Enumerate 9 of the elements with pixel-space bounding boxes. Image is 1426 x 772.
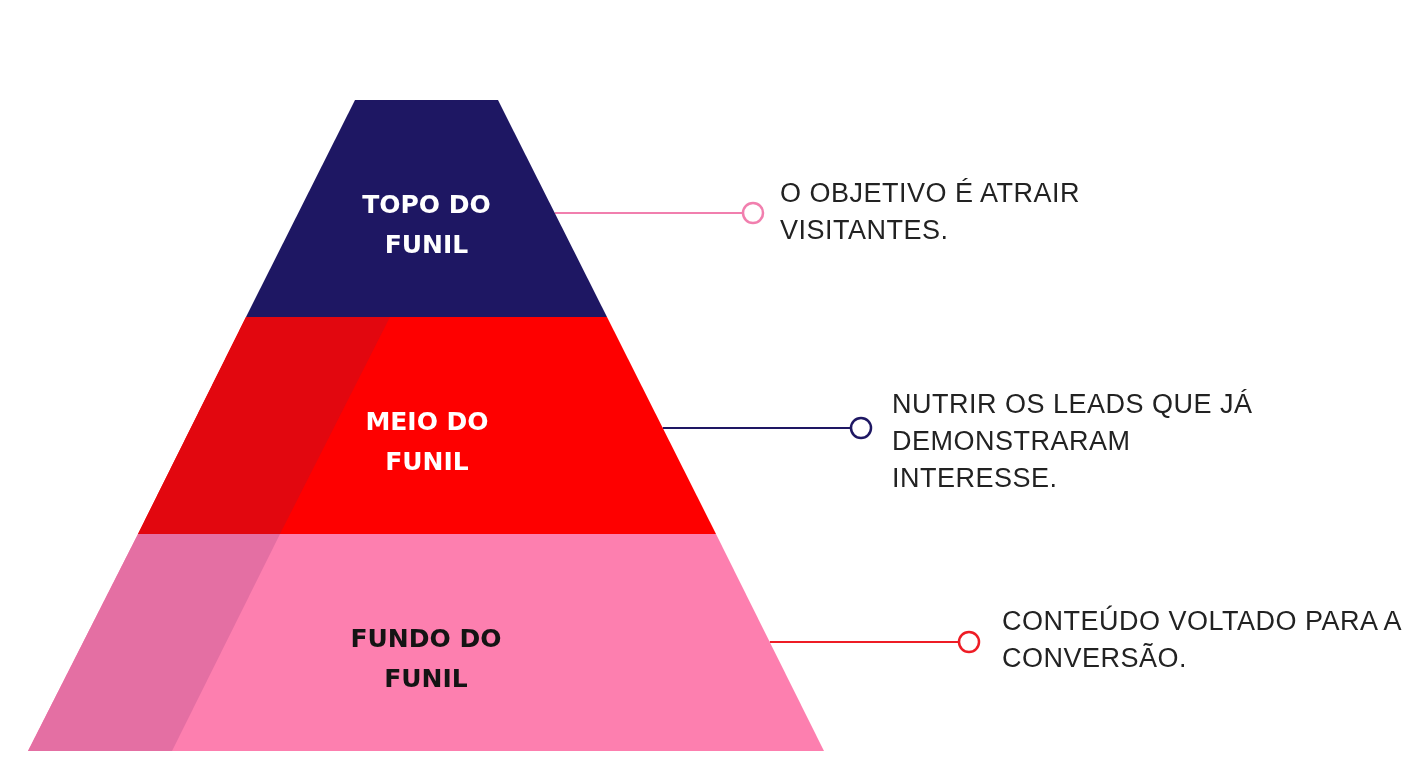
description-text: NUTRIR OS LEADS QUE JÁ DEMONSTRARAM INTERESSE. [892, 388, 1254, 495]
leader-line [769, 630, 981, 654]
leader-line [554, 201, 765, 225]
stage-label: TOPO DO FUNIL [361, 189, 492, 261]
description-text: CONTEÚDO VOLTADO PARA A CONVERSÃO. [1002, 604, 1403, 675]
leader-line [662, 416, 873, 440]
stage-label: FUNDO DO FUNIL [349, 623, 503, 695]
description-text: O OBJETIVO É ATRAIR VISITANTES. [780, 177, 1082, 247]
stage-label: MEIO DO FUNIL [364, 406, 490, 478]
